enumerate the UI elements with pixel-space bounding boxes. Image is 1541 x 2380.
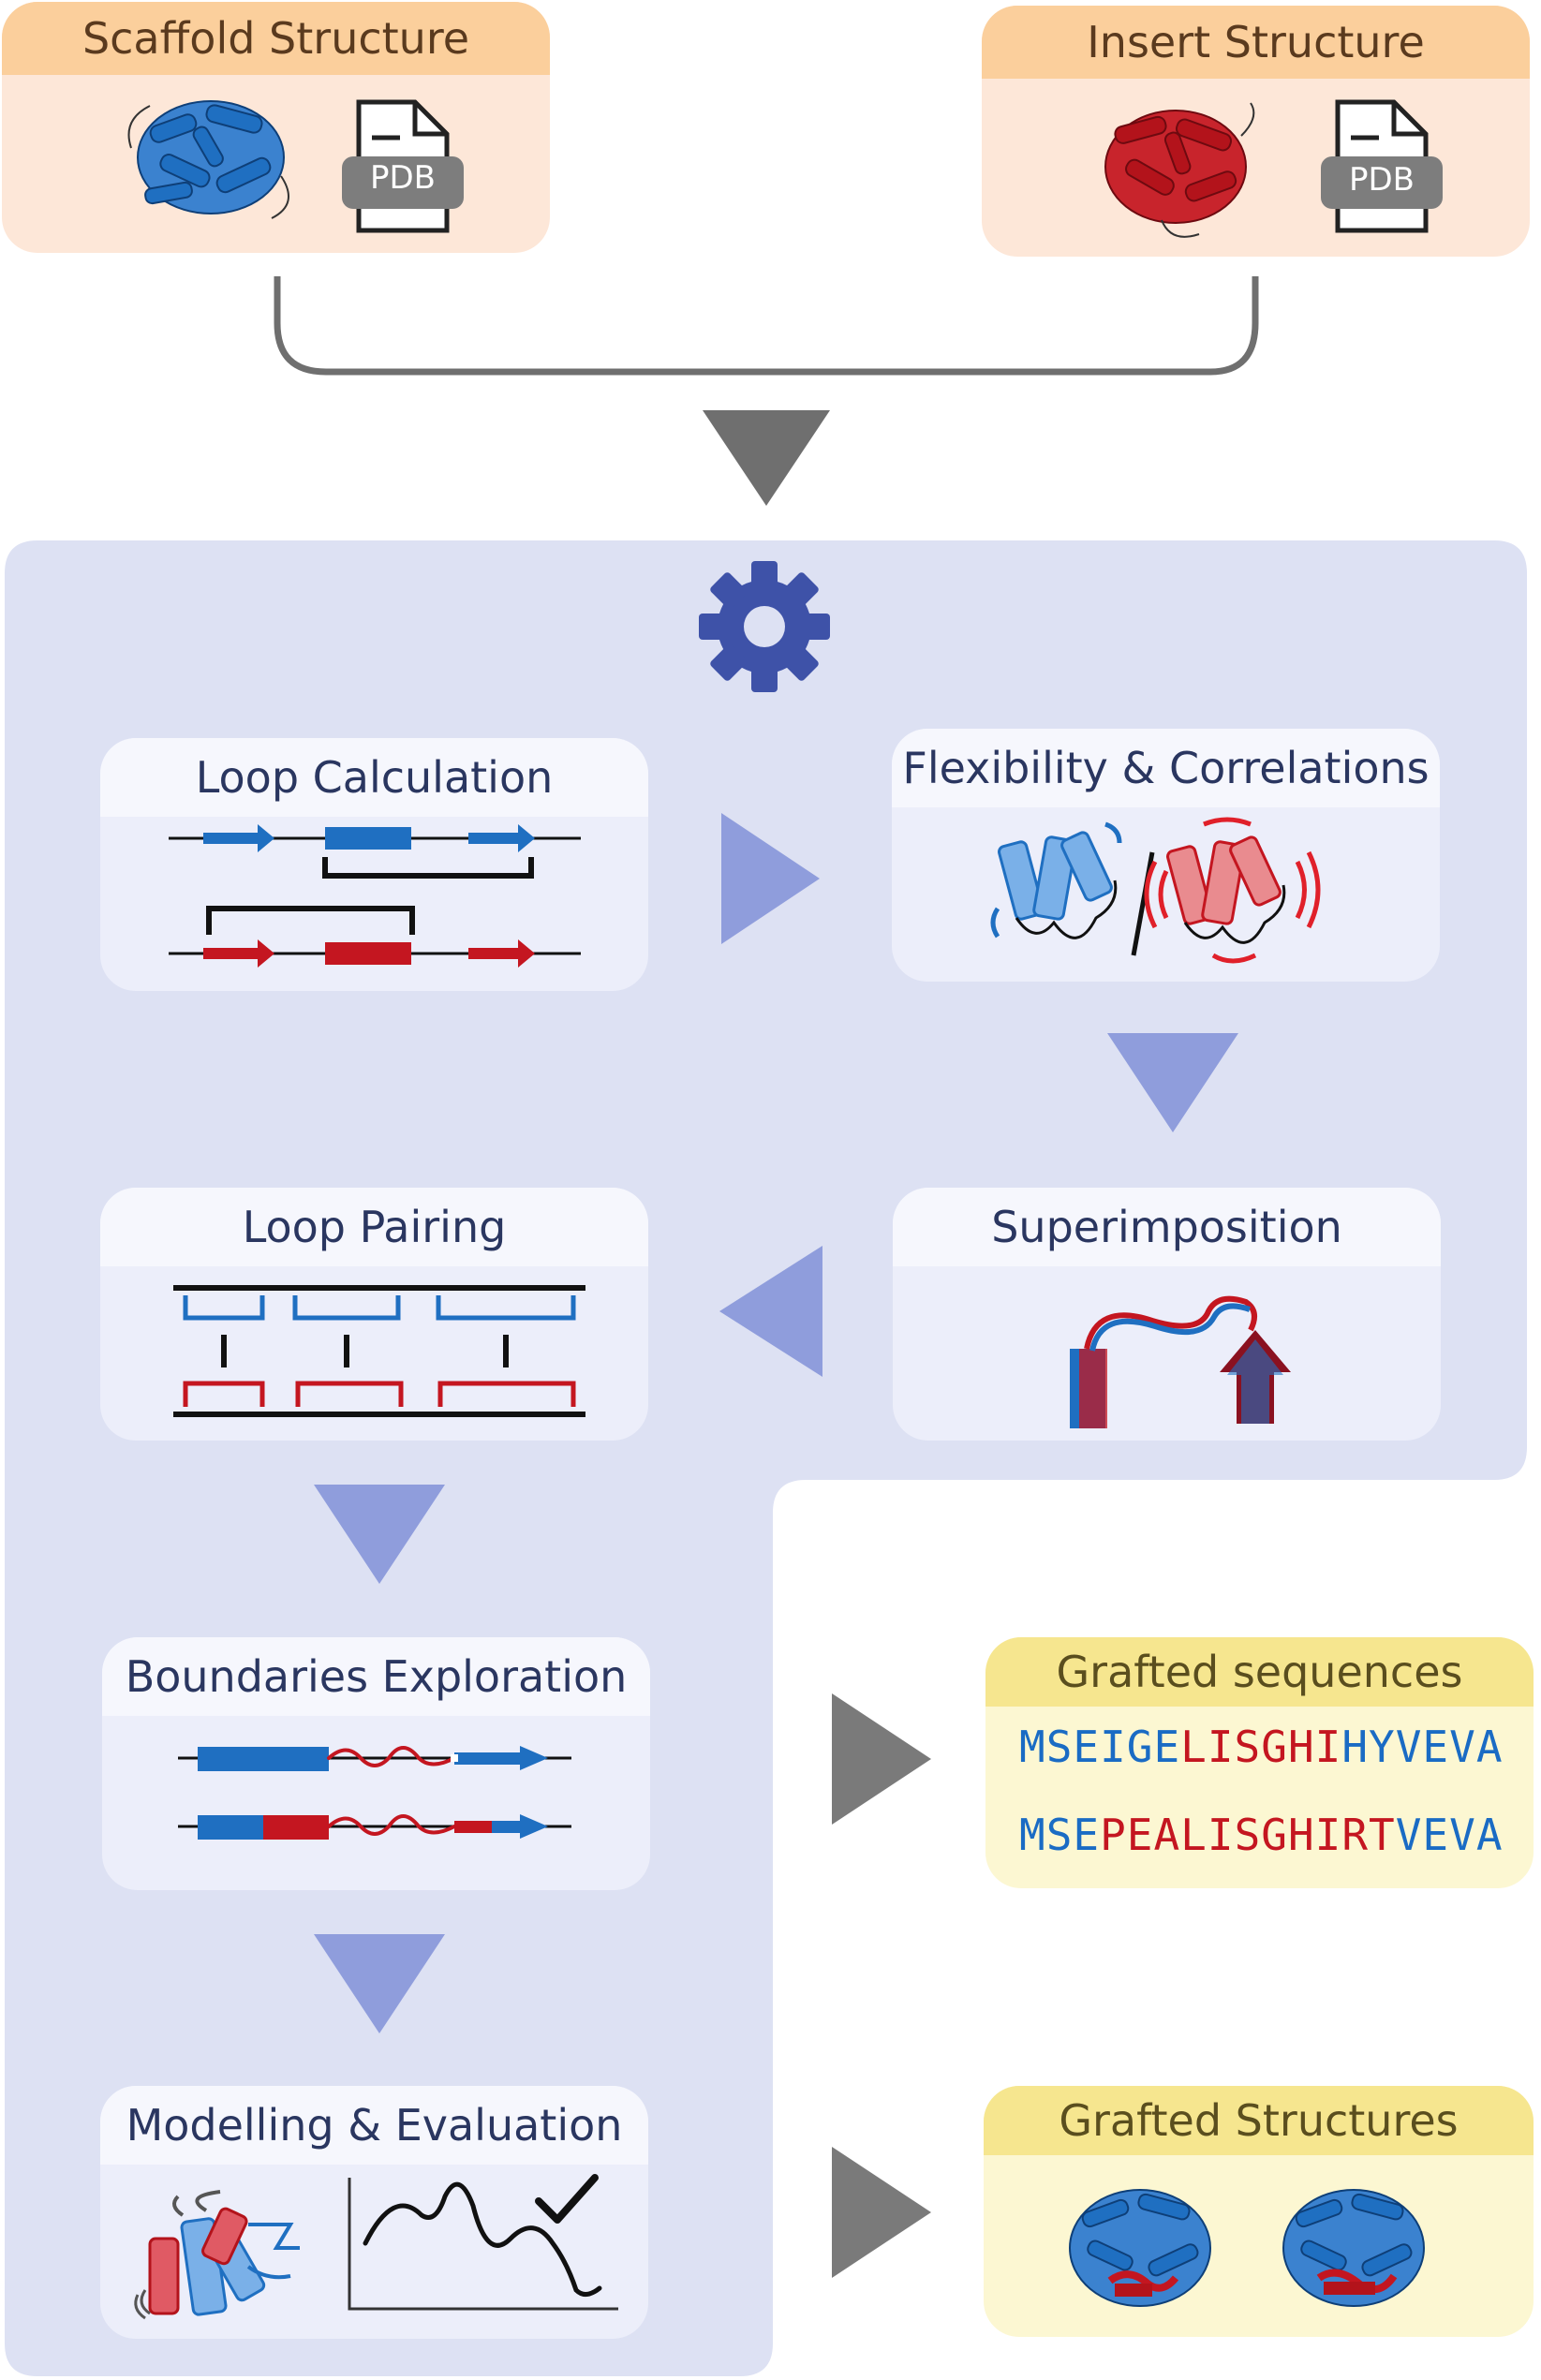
step-loop-calculation-title: Loop Calculation <box>100 738 648 817</box>
step-superimposition-title: Superimposition <box>893 1188 1441 1266</box>
gear-icon <box>699 561 830 692</box>
insert-structure-card: Insert Structure <box>982 6 1530 257</box>
seq2-scaffold-tail: VEVA <box>1395 1810 1504 1860</box>
grafted-structures-card: Grafted Structures <box>984 2086 1534 2337</box>
flexibility-diagram <box>990 817 1321 964</box>
insert-pdb-label: PDB <box>1348 161 1415 199</box>
insert-structure-title: Insert Structure <box>982 6 1530 79</box>
step-flexibility-correlations: Flexibility & Correlations <box>892 729 1440 982</box>
loop-pairing-diagram <box>173 1285 585 1417</box>
step-flexibility-title: Flexibility & Correlations <box>892 729 1440 807</box>
step-loop-pairing-title: Loop Pairing <box>100 1188 648 1266</box>
evaluation-chart-icon <box>348 2174 618 2311</box>
loop-calculation-diagram <box>169 824 581 968</box>
modelling-protein-icon <box>134 2190 300 2320</box>
step-modelling-evaluation: Modelling & Evaluation <box>100 2086 648 2339</box>
boundaries-diagram <box>178 1746 571 1840</box>
arrow-down-2 <box>314 1485 445 1584</box>
scaffold-pdb-file-icon <box>342 99 464 233</box>
step-loop-pairing: Loop Pairing <box>100 1188 648 1441</box>
seq2-scaffold-head: MSE <box>1019 1810 1101 1860</box>
grafted-sequences-title: Grafted sequences <box>985 1637 1534 1707</box>
arrow-right-1 <box>721 813 820 944</box>
seq1-scaffold-tail: HYVEVA <box>1341 1722 1504 1772</box>
merge-down-arrow <box>703 410 830 506</box>
scaffold-structure-title: Scaffold Structure <box>2 2 550 75</box>
step-superimposition: Superimposition <box>893 1188 1441 1441</box>
output-arrow-sequences <box>832 1693 931 1825</box>
scaffold-protein-image <box>127 100 289 219</box>
seq1-insert: LISGHI <box>1180 1722 1342 1772</box>
grafted-structures-title: Grafted Structures <box>984 2086 1534 2155</box>
arrow-down-3 <box>314 1934 445 2033</box>
grafted-sequence-1: MSEIGELISGHIHYVEVA <box>1019 1722 1504 1772</box>
scaffold-pdb-label: PDB <box>369 159 436 197</box>
grafted-structure-2 <box>1282 2189 1425 2307</box>
seq1-scaffold-head: MSEIGE <box>1019 1722 1181 1772</box>
seq2-insert: PEALISGHIRT <box>1100 1810 1396 1860</box>
scaffold-structure-card: Scaffold Structure <box>2 2 550 253</box>
input-merge-bracket <box>274 276 1259 506</box>
grafted-structure-1 <box>1069 2189 1211 2307</box>
output-arrow-structures <box>832 2147 931 2278</box>
insert-pdb-file-icon <box>1321 99 1443 233</box>
step-modelling-title: Modelling & Evaluation <box>100 2086 648 2165</box>
insert-protein-image <box>1104 102 1255 238</box>
arrow-left-1 <box>719 1246 822 1377</box>
grafted-sequences-card: Grafted sequences <box>985 1637 1534 1888</box>
arrow-down-1 <box>1107 1033 1238 1132</box>
step-boundaries-title: Boundaries Exploration <box>102 1637 650 1716</box>
checkmark-icon <box>535 2174 599 2224</box>
grafted-sequence-2: MSEPEALISGHIRTVEVA <box>1019 1810 1504 1860</box>
superimposition-diagram <box>1070 1295 1291 1428</box>
